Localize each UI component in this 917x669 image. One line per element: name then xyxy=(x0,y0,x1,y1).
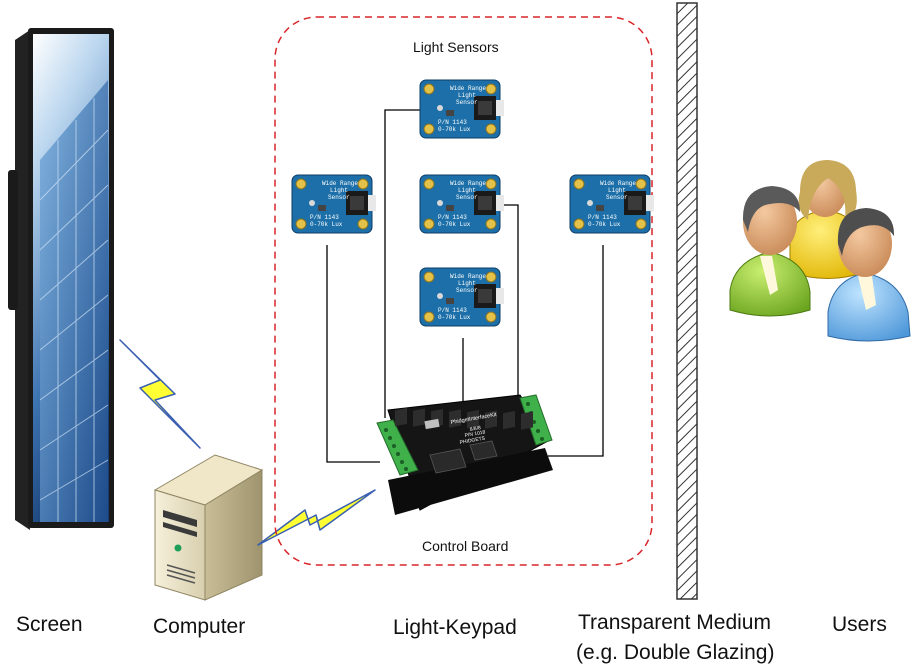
light-keypad-label: Light-Keypad xyxy=(393,616,517,639)
screen-label: Screen xyxy=(16,613,83,636)
light-sensors-label: Light Sensors xyxy=(413,39,499,55)
sensor-label-text: 0-70k Lux xyxy=(438,126,471,133)
transparent-medium-example-label: (e.g. Double Glazing) xyxy=(576,641,775,664)
control-board-label: Control Board xyxy=(422,538,509,554)
sensor-label-text: Sensor xyxy=(606,194,628,201)
sensor-label-text: Sensor xyxy=(456,287,478,294)
transparent-medium-label: Transparent Medium xyxy=(578,611,771,634)
board-maker-text: PHIDGETS xyxy=(459,436,486,446)
computer-label: Computer xyxy=(153,615,246,638)
sensor-label-text: Wide Range xyxy=(450,85,486,92)
sensor-label-text: Light xyxy=(608,187,626,194)
sensor-label-text: 0-70k Lux xyxy=(310,221,343,228)
sensor-label-text: Light xyxy=(330,187,348,194)
sensor-label-text: P/N 1143 xyxy=(438,119,467,126)
board-model-text: 8/8/8 xyxy=(469,425,481,433)
sensor-label-text: Wide Range xyxy=(450,273,486,280)
wireless-link-icon xyxy=(257,489,376,546)
sensor-label-text: Light xyxy=(458,92,476,99)
users-label: Users xyxy=(832,613,887,636)
sensor-wiring xyxy=(326,109,604,463)
board-part-text: P/N 1018 xyxy=(464,429,486,439)
sensor-label-text: 0-70k Lux xyxy=(438,221,471,228)
screen-monitor-icon xyxy=(8,28,114,530)
sensor-label-text: 0-70k Lux xyxy=(438,314,471,321)
users-group-icon xyxy=(729,160,911,342)
sensor-label-text: Light xyxy=(458,280,476,287)
control-board-pcb: PhidgetInterfaceKit 8/8/8 P/N 1018 PHIDG… xyxy=(376,394,553,515)
computer-tower-icon xyxy=(153,454,264,601)
sensor-label-text: Wide Range xyxy=(600,180,636,187)
transparent-medium-glazing xyxy=(676,2,698,600)
sensor-label-text: Light xyxy=(458,187,476,194)
sensor-label-text: P/N 1143 xyxy=(438,307,467,314)
wireless-link-icon xyxy=(119,339,201,449)
sensor-label-text: 0-70k Lux xyxy=(588,221,621,228)
light-keypad-boundary xyxy=(274,16,653,566)
sensor-label-text: Sensor xyxy=(456,99,478,106)
sensor-label-text: P/N 1143 xyxy=(310,214,339,221)
sensor-label-text: P/N 1143 xyxy=(588,214,617,221)
sensor-label-text: Sensor xyxy=(456,194,478,201)
sensor-label-text: Wide Range xyxy=(450,180,486,187)
sensor-label-text: Wide Range xyxy=(322,180,358,187)
sensor-label-text: Sensor xyxy=(328,194,350,201)
sensor-label-text: P/N 1143 xyxy=(438,214,467,221)
